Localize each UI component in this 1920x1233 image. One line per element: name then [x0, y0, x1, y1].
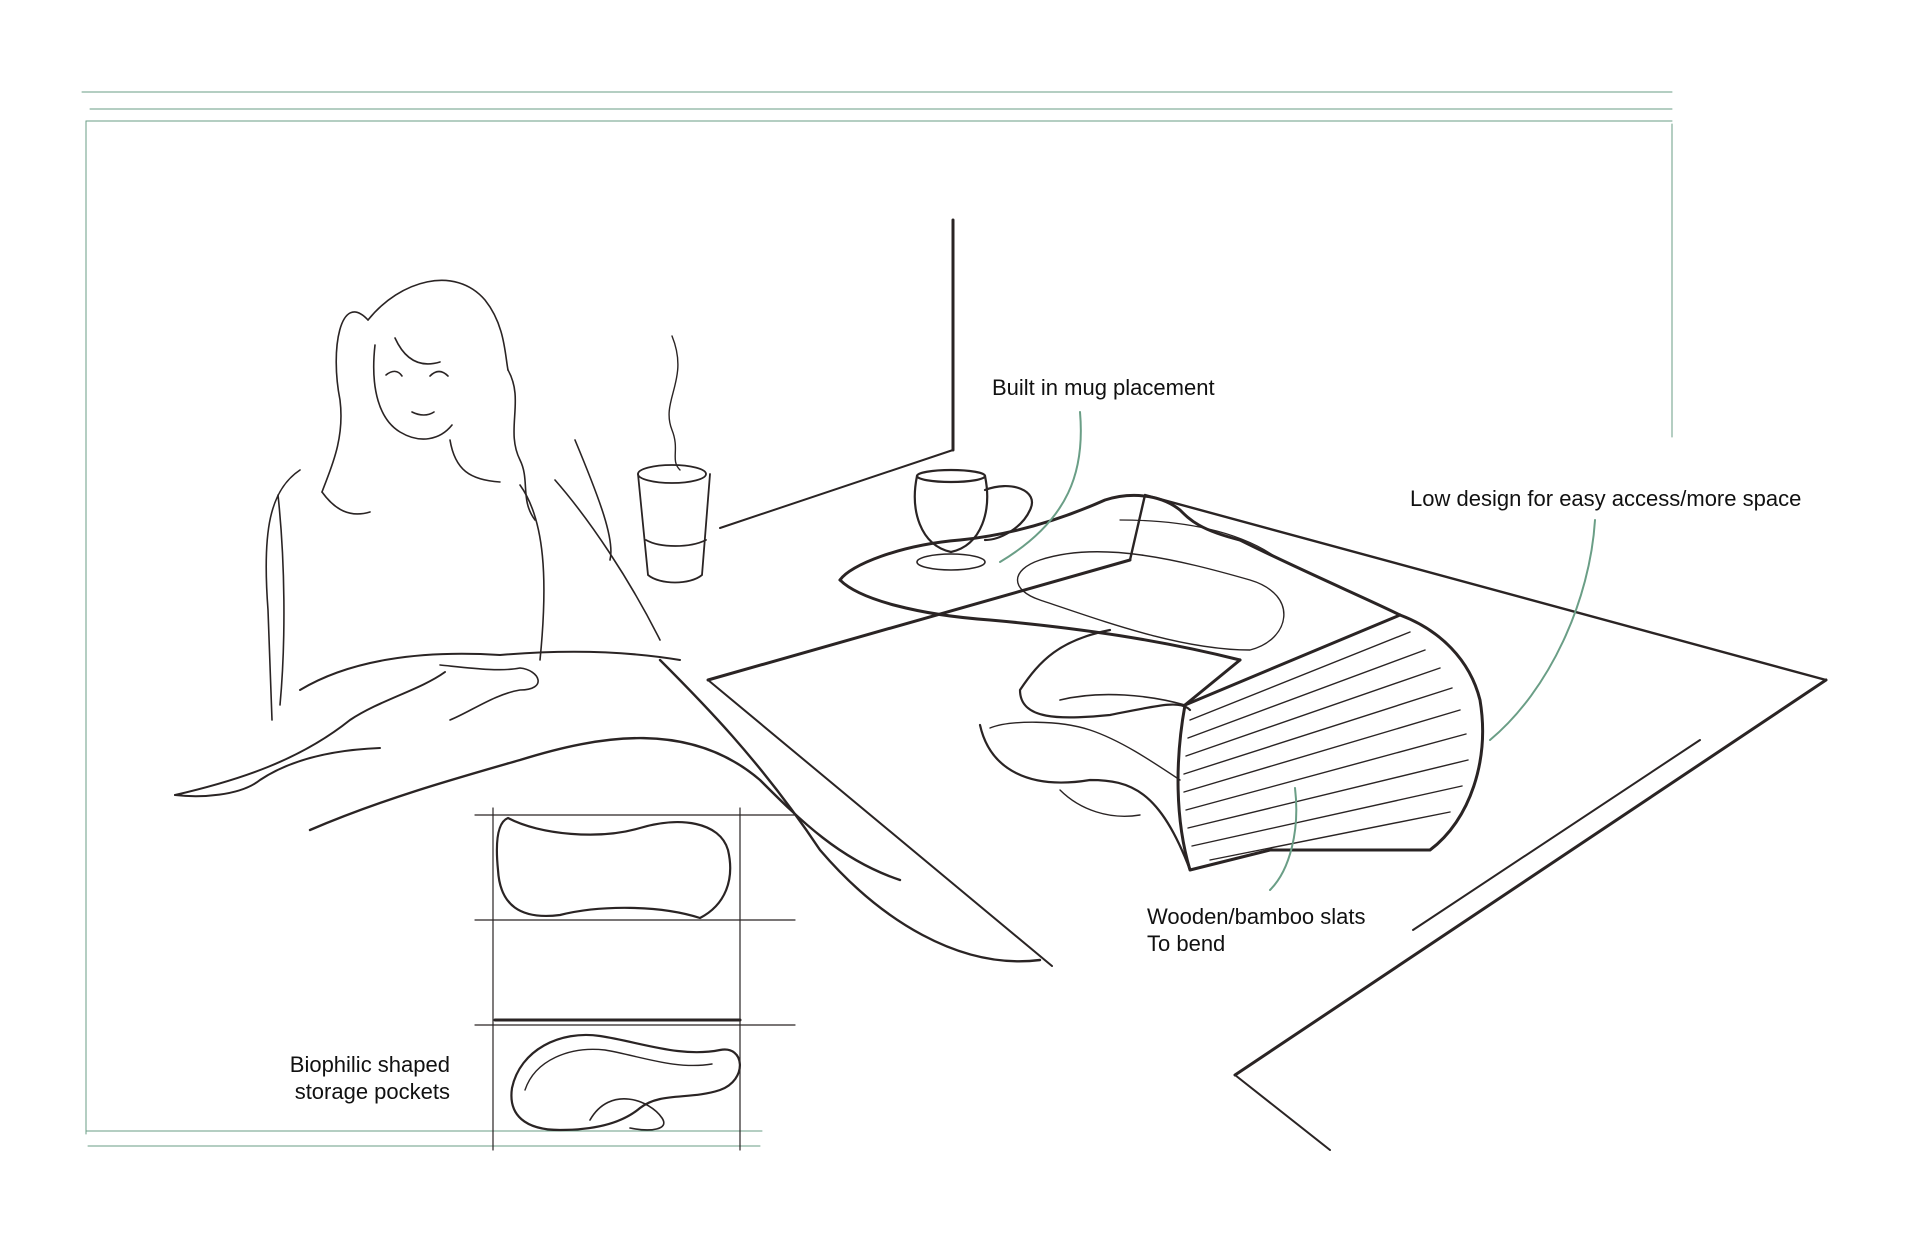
drinking-glass — [637, 335, 711, 584]
pockets-label-line-2: storage pockets — [294, 1079, 450, 1104]
blanket-drape — [658, 658, 1042, 963]
side-pocket-fold — [589, 1098, 665, 1131]
slats-label-line-1: Wooden/bamboo slats — [1147, 904, 1366, 929]
floor-rug — [706, 493, 1828, 1151]
shelf-loop-lower-inner — [989, 721, 1181, 781]
mug-handle — [983, 485, 1034, 542]
shelf-loop-lower — [978, 723, 1192, 872]
table-recess — [1016, 551, 1285, 651]
rug-front-right-edge — [1233, 678, 1828, 1077]
headboard-line — [554, 479, 661, 641]
mug-coaster — [916, 553, 986, 571]
mug — [913, 468, 1034, 571]
blanket-fold-top — [174, 671, 446, 796]
neck — [449, 439, 501, 483]
low-design-label: Low design for easy access/more space — [1410, 485, 1801, 512]
blanket-left-edge — [174, 747, 381, 798]
sleeve-line — [277, 494, 285, 706]
slat-line-4 — [1183, 687, 1453, 775]
rug-back-right-edge — [1128, 493, 1828, 682]
leader-lines — [999, 411, 1596, 891]
hair-right — [507, 369, 536, 521]
table-highlight — [1119, 519, 1281, 561]
slat-line-5 — [1183, 709, 1461, 793]
shelf-loop-upper — [1018, 628, 1192, 719]
woman-figure — [265, 279, 661, 721]
low-design-text: Low design for easy access/more space — [1410, 486, 1802, 511]
hair-curl-left — [321, 491, 371, 515]
face-outline — [372, 344, 453, 440]
leader-low-design — [1489, 519, 1596, 741]
side-pocket-outer — [510, 1033, 741, 1132]
mouth — [411, 411, 435, 416]
torso-right — [519, 484, 545, 661]
slats-label: Wooden/bamboo slats To bend — [1147, 903, 1366, 957]
leader-mug — [999, 411, 1082, 563]
bed-table — [838, 493, 1484, 872]
shelf-loop-inner — [1059, 693, 1186, 706]
mug-body — [913, 474, 989, 554]
right-eye — [429, 370, 449, 377]
leader-slats — [1269, 787, 1298, 891]
pillow-edge — [574, 439, 612, 561]
hair-left — [321, 311, 369, 493]
mug-placement-label: Built in mug placement — [992, 374, 1215, 401]
pockets-label-line-1: Biophilic shaped — [289, 1052, 450, 1077]
left-eye — [385, 370, 403, 377]
slats-label-line-2: To bend — [1147, 931, 1226, 956]
blanket-wave — [308, 736, 902, 882]
slat-line-7 — [1187, 759, 1469, 829]
mug-rim — [915, 468, 987, 484]
blanket-upper-edge — [299, 650, 681, 691]
wall-floor-line — [719, 449, 954, 529]
frame-lines — [81, 91, 1673, 1147]
steam-line — [668, 335, 681, 471]
table-top-front — [838, 578, 1242, 662]
sketch-lines — [174, 218, 1828, 1151]
slat-body-right — [1268, 613, 1484, 852]
slat-line-9 — [1209, 811, 1451, 861]
table-top-right — [1238, 538, 1402, 617]
torso-left — [265, 469, 301, 721]
glass-rim — [637, 464, 707, 484]
slat-line-2 — [1187, 649, 1426, 739]
side-pocket-inner — [524, 1048, 713, 1091]
slat-line-8 — [1191, 785, 1463, 847]
glass-liquid — [645, 539, 707, 547]
slat-line-3 — [1185, 667, 1441, 757]
hair-top — [367, 279, 509, 371]
bangs — [394, 337, 441, 365]
rug-back-left-edge — [706, 558, 1132, 682]
mug-placement-text: Built in mug placement — [992, 375, 1215, 400]
hand — [439, 664, 539, 721]
slat-lines — [1183, 631, 1469, 861]
slat-line-1 — [1189, 631, 1411, 721]
pockets-label: Biophilic shaped storage pockets — [230, 1051, 450, 1105]
section-diagram — [474, 807, 796, 1151]
floor-line-front — [1234, 1074, 1331, 1151]
slat-body-top — [1183, 613, 1402, 707]
blanket — [174, 650, 1042, 963]
rug-inner-line — [1412, 739, 1701, 931]
table-top-back — [838, 493, 1242, 582]
slat-line-6 — [1185, 733, 1467, 811]
glass-body — [637, 473, 711, 584]
shelf-pocket-back — [1059, 789, 1141, 817]
rug-left-edge — [707, 679, 1053, 967]
top-pocket-shape — [495, 816, 732, 920]
